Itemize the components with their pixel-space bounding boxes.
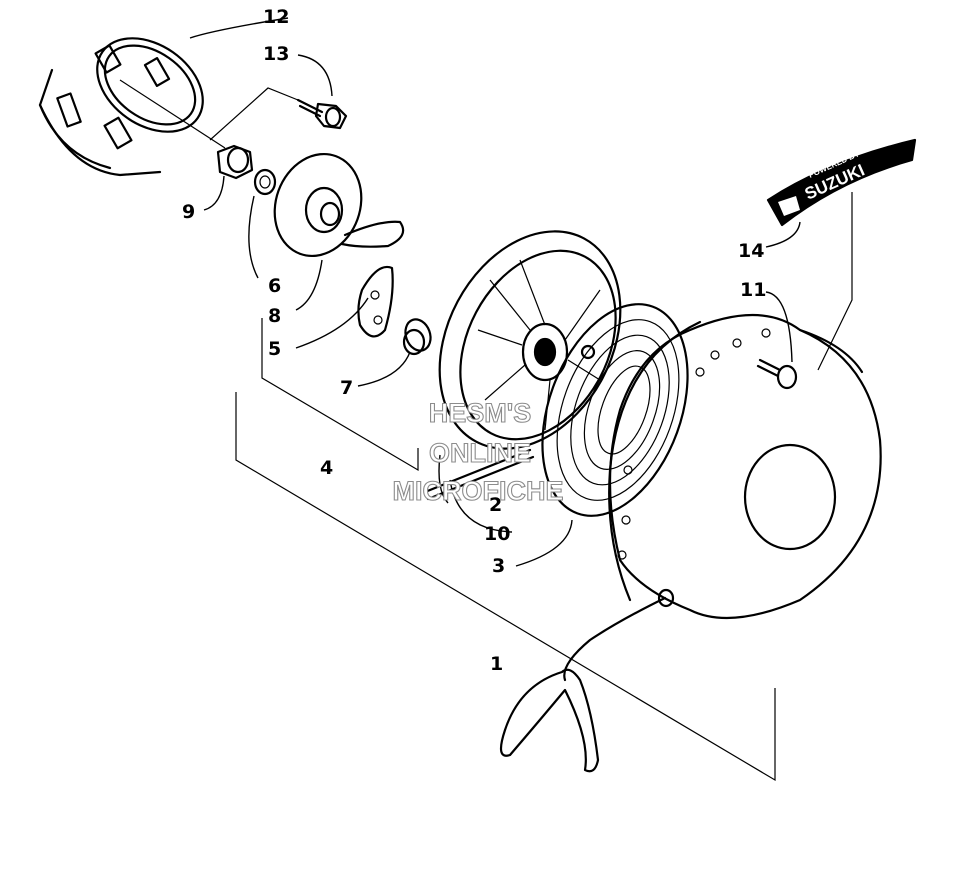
callout-11: 11 <box>740 279 766 301</box>
watermark-line2: ONLINE <box>429 438 531 468</box>
part-7-bushing <box>402 318 432 356</box>
callout-9: 9 <box>182 201 195 223</box>
callout-2: 2 <box>489 494 502 516</box>
part-13-bolt <box>296 98 348 130</box>
part-10-rope-segment <box>423 448 535 501</box>
callout-5: 5 <box>268 338 281 360</box>
part-6-washer <box>253 168 277 196</box>
callout-4: 4 <box>320 457 333 479</box>
callout-13: 13 <box>263 43 289 65</box>
callout-10: 10 <box>484 523 510 545</box>
part-12-starter-cup <box>38 37 226 177</box>
callout-14: 14 <box>738 240 764 262</box>
suzuki-logo-icon <box>778 196 800 216</box>
callout-1: 1 <box>490 653 503 675</box>
watermark: HESM'S ONLINE MICROFICHE <box>392 397 564 506</box>
callout-12: 12 <box>263 6 289 28</box>
part-3-recoil-spring <box>541 303 689 517</box>
callout-8: 8 <box>268 305 281 327</box>
watermark-line3: MICROFICHE <box>393 476 564 506</box>
part-14-decal: POWERED BY SUZUKI <box>766 138 917 227</box>
part-9-nut <box>216 144 254 180</box>
part-1-starter-case <box>608 314 882 620</box>
bolt-to-cup-line <box>209 87 299 141</box>
part-5-ratchet-pawl <box>357 265 394 338</box>
callout-leaders <box>189 17 801 567</box>
part-2-rope-reel <box>438 230 622 450</box>
callout-6: 6 <box>268 275 281 297</box>
callout-labels: 12 13 9 6 8 5 7 4 2 10 3 1 14 11 <box>182 6 766 675</box>
watermark-line1: HESM'S <box>429 398 531 428</box>
part-11-screw <box>756 358 798 390</box>
assembly-brackets <box>235 192 853 782</box>
part-8-friction-plate <box>273 152 405 258</box>
callout-7: 7 <box>340 377 353 399</box>
callout-3: 3 <box>492 555 505 577</box>
starter-rope-handle <box>499 596 667 773</box>
